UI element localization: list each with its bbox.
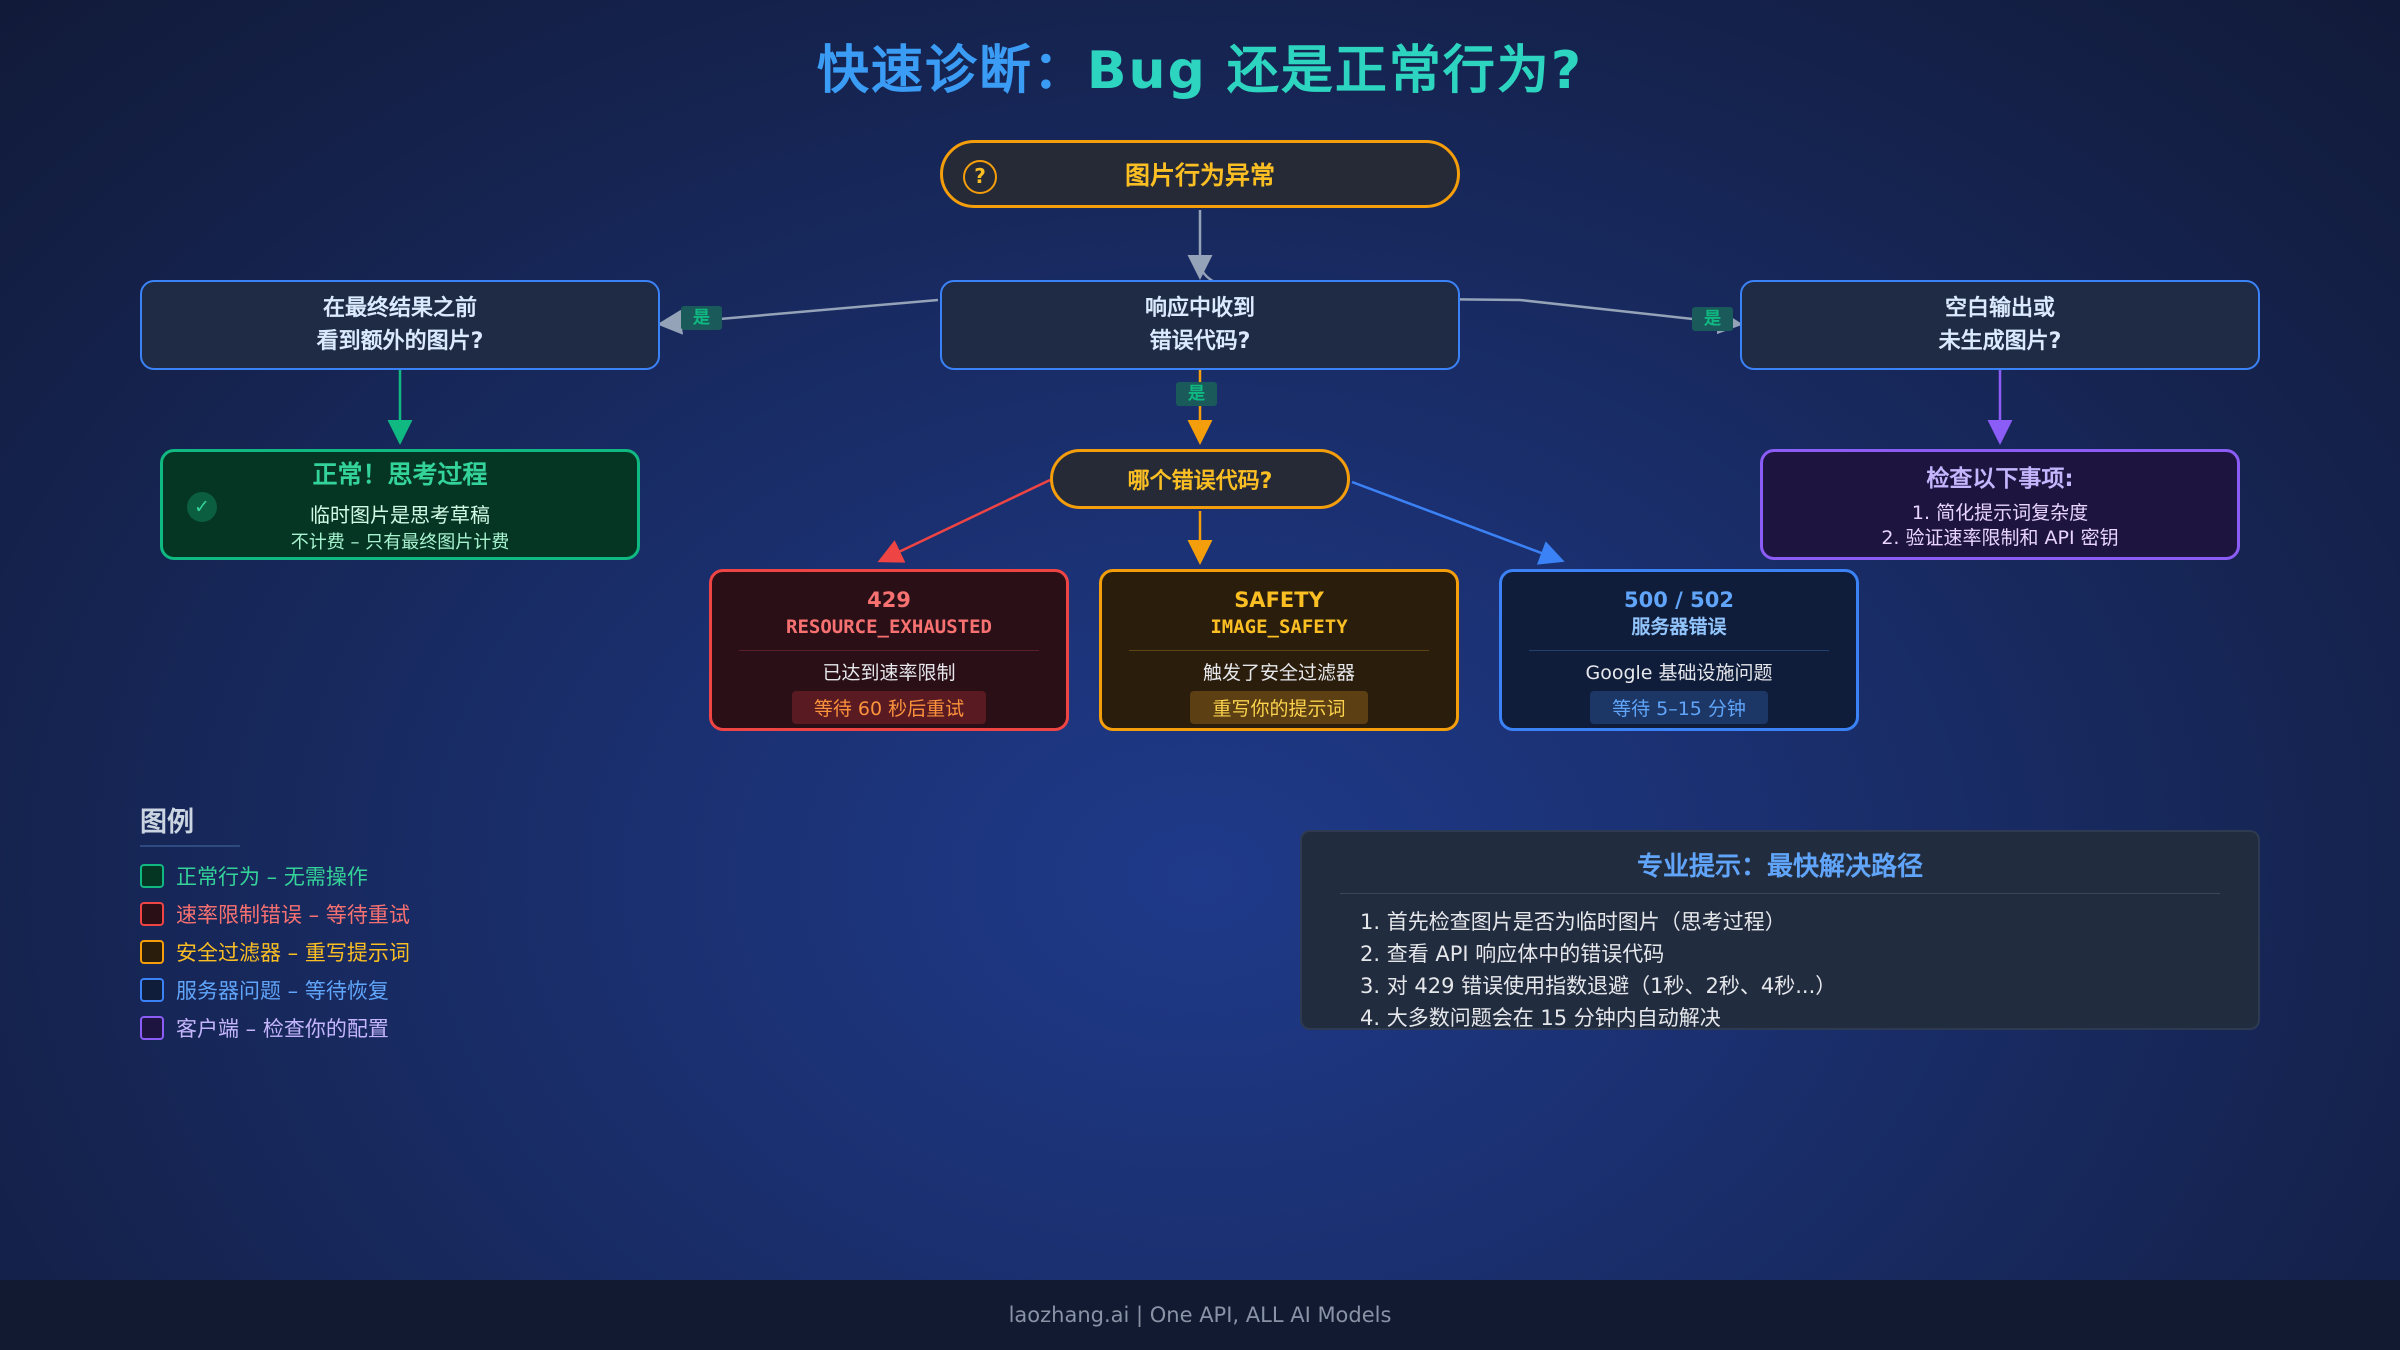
error-500-name: 服务器错误 bbox=[1631, 616, 1727, 638]
error-safety-box: SAFETY IMAGE_SAFETY 触发了安全过滤器 重写你的提示词 bbox=[1099, 569, 1459, 731]
normal-result-line2: 不计费 – 只有最终图片计费 bbox=[290, 532, 510, 553]
divider bbox=[1129, 650, 1429, 651]
footer: laozhang.ai | One API, ALL AI Models bbox=[0, 1280, 2400, 1350]
start-node-label: 图片行为异常 bbox=[1124, 161, 1275, 190]
legend-label: 速率限制错误 – 等待重试 bbox=[176, 903, 410, 927]
error-safety-code: SAFETY bbox=[1234, 588, 1324, 612]
check-items-line1: 1. 简化提示词复杂度 bbox=[1911, 501, 2089, 524]
normal-result-title: 正常！思考过程 bbox=[312, 460, 488, 489]
pro-tip-item: 1. 首先检查图片是否为临时图片（思考过程） bbox=[1360, 910, 1786, 934]
error-safety-desc: 触发了安全过滤器 bbox=[1202, 662, 1355, 684]
legend-items: 正常行为 – 无需操作速率限制错误 – 等待重试安全过滤器 – 重写提示词服务器… bbox=[140, 857, 410, 1047]
yes-label-error: 是 bbox=[1176, 382, 1217, 406]
legend-swatch bbox=[140, 978, 164, 1002]
divider bbox=[739, 650, 1039, 651]
error-500-box: 500 / 502 服务器错误 Google 基础设施问题 等待 5–15 分钟 bbox=[1499, 569, 1859, 731]
question-extra-line1: 在最终结果之前 bbox=[322, 296, 477, 321]
page-title: 快速诊断：Bug 还是正常行为? bbox=[0, 28, 2400, 103]
question-blank-output: 空白输出或 未生成图片? bbox=[1740, 280, 2260, 370]
pro-tip-item: 3. 对 429 错误使用指数退避（1秒、2秒、4秒...） bbox=[1360, 974, 1837, 998]
pro-tip-item: 2. 查看 API 响应体中的错误代码 bbox=[1360, 942, 1665, 966]
legend-item: 速率限制错误 – 等待重试 bbox=[140, 895, 410, 933]
error-429-desc: 已达到速率限制 bbox=[822, 662, 956, 684]
title-part2: Bug 还是正常行为? bbox=[1086, 41, 1584, 101]
question-blank-line1: 空白输出或 bbox=[1944, 296, 2055, 321]
error-429-box: 429 RESOURCE_EXHAUSTED 已达到速率限制 等待 60 秒后重… bbox=[709, 569, 1069, 731]
question-icon: ? bbox=[963, 160, 997, 194]
question-blank-line2: 未生成图片? bbox=[1938, 329, 2062, 354]
legend-item: 服务器问题 – 等待恢复 bbox=[140, 971, 410, 1009]
question-extra-line2: 看到额外的图片? bbox=[316, 329, 484, 354]
error-safety-action: 重写你的提示词 bbox=[1190, 691, 1368, 724]
legend-label: 服务器问题 – 等待恢复 bbox=[176, 979, 389, 1003]
legend-label: 客户端 – 检查你的配置 bbox=[176, 1017, 389, 1041]
legend-swatch bbox=[140, 940, 164, 964]
divider bbox=[1340, 893, 2220, 894]
legend-item: 客户端 – 检查你的配置 bbox=[140, 1009, 410, 1047]
title-part1: 快速诊断： bbox=[816, 41, 1087, 101]
error-500-action: 等待 5–15 分钟 bbox=[1590, 691, 1768, 724]
error-500-desc: Google 基础设施问题 bbox=[1585, 662, 1773, 684]
pro-tip-box: 专业提示：最快解决路径 1. 首先检查图片是否为临时图片（思考过程） 2. 查看… bbox=[1300, 830, 2260, 1030]
legend-item: 安全过滤器 – 重写提示词 bbox=[140, 933, 410, 971]
legend-swatch bbox=[140, 864, 164, 888]
yes-label-extra: 是 bbox=[681, 306, 722, 330]
question-error-code: 响应中收到 错误代码? bbox=[940, 280, 1460, 370]
yes-label-blank: 是 bbox=[1692, 307, 1733, 331]
which-error-node: 哪个错误代码? bbox=[1050, 449, 1350, 509]
legend-swatch bbox=[140, 902, 164, 926]
divider bbox=[1529, 650, 1829, 651]
check-items-line2: 2. 验证速率限制和 API 密钥 bbox=[1881, 526, 2119, 549]
question-error-line1: 响应中收到 bbox=[1144, 296, 1255, 321]
arrow-which-to-500 bbox=[1351, 480, 1565, 565]
pro-tip-item: 4. 大多数问题会在 15 分钟内自动解决 bbox=[1360, 1006, 1721, 1030]
pro-tip-title: 专业提示：最快解决路径 bbox=[1636, 852, 1923, 882]
legend-label: 正常行为 – 无需操作 bbox=[176, 865, 368, 889]
legend-item: 正常行为 – 无需操作 bbox=[140, 857, 410, 895]
question-error-line2: 错误代码? bbox=[1149, 329, 1251, 354]
normal-result-box: ✓ 正常！思考过程 临时图片是思考草稿 不计费 – 只有最终图片计费 bbox=[160, 449, 640, 560]
error-safety-name: IMAGE_SAFETY bbox=[1210, 616, 1348, 638]
start-node: ? 图片行为异常 bbox=[940, 140, 1460, 208]
legend-title: 图例 bbox=[140, 800, 240, 847]
error-429-action: 等待 60 秒后重试 bbox=[791, 691, 987, 724]
legend: 图例 正常行为 – 无需操作速率限制错误 – 等待重试安全过滤器 – 重写提示词… bbox=[140, 800, 410, 1047]
question-extra-images: 在最终结果之前 看到额外的图片? bbox=[140, 280, 660, 370]
error-500-code: 500 / 502 bbox=[1624, 588, 1734, 612]
legend-swatch bbox=[140, 1016, 164, 1040]
normal-result-line1: 临时图片是思考草稿 bbox=[310, 503, 490, 527]
legend-label: 安全过滤器 – 重写提示词 bbox=[176, 941, 410, 965]
check-items-box: 检查以下事项: 1. 简化提示词复杂度 2. 验证速率限制和 API 密钥 bbox=[1760, 449, 2240, 560]
arrow-which-to-429 bbox=[877, 478, 1051, 563]
check-items-title: 检查以下事项: bbox=[1926, 465, 2074, 492]
error-429-name: RESOURCE_EXHAUSTED bbox=[786, 616, 992, 638]
check-icon: ✓ bbox=[187, 492, 217, 522]
error-429-code: 429 bbox=[867, 588, 911, 612]
